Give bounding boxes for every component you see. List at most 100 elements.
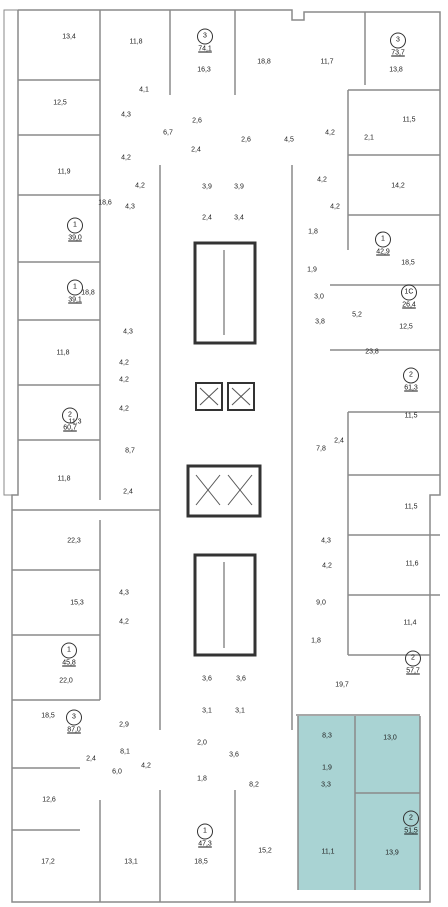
room-area-label: 3,9 <box>202 183 212 191</box>
room-area-label: 3,9 <box>234 183 244 191</box>
room-area-label: 8,2 <box>249 781 259 789</box>
room-area-label: 4,2 <box>119 359 129 367</box>
room-area-label: 11,6 <box>405 560 419 568</box>
apartment-total-area: 51,5 <box>404 827 418 835</box>
room-area-label: 1,8 <box>308 228 318 236</box>
apartment-total-area: 57,7 <box>406 667 420 675</box>
room-area-label: 18,8 <box>257 58 271 66</box>
room-area-label: 2,4 <box>202 214 212 222</box>
apartment-total-area: 47,3 <box>198 840 212 848</box>
room-area-label: 16,3 <box>197 66 211 74</box>
room-area-label: 11,5 <box>404 412 418 420</box>
highlighted-apartment <box>298 716 420 890</box>
room-area-label: 8,7 <box>125 447 135 455</box>
room-area-label: 4,3 <box>119 589 129 597</box>
room-area-label: 1,8 <box>311 637 321 645</box>
room-area-label: 4,2 <box>325 129 335 137</box>
room-area-label: 4,2 <box>330 203 340 211</box>
room-area-label: 11,5 <box>404 503 418 511</box>
room-area-label: 9,0 <box>316 599 326 607</box>
left-facade-strip <box>3 9 19 496</box>
apartment-rooms: 2 <box>62 407 78 424</box>
room-area-label: 14,2 <box>391 182 405 190</box>
apartment-rooms: 1 <box>197 823 213 840</box>
room-area-label: 1,9 <box>307 266 317 274</box>
room-area-label: 4,2 <box>322 562 332 570</box>
room-area-label: 4,3 <box>121 111 131 119</box>
apartment-rooms: 1C <box>401 284 417 301</box>
apartment-total-area: 73,7 <box>391 49 405 57</box>
room-area-label: 4,2 <box>317 176 327 184</box>
room-area-label: 3,0 <box>314 293 324 301</box>
apartment-rooms: 1 <box>61 642 77 659</box>
apartment-rooms: 3 <box>197 28 213 45</box>
room-area-label: 12,5 <box>53 99 67 107</box>
apartment-total-area: 42,9 <box>376 248 390 256</box>
apartment-rooms: 3 <box>66 709 82 726</box>
room-area-label: 3,6 <box>236 675 246 683</box>
room-area-label: 15,2 <box>258 847 272 855</box>
apartment-total-area: 87,0 <box>67 726 81 734</box>
apartment-rooms: 1 <box>67 279 83 296</box>
room-area-label: 5,2 <box>352 311 362 319</box>
apartment-rooms: 2 <box>403 810 419 827</box>
room-area-label: 4,5 <box>284 136 294 144</box>
apartment-total-area: 39,0 <box>68 234 82 242</box>
room-area-label: 1,8 <box>197 775 207 783</box>
room-area-label: 19,7 <box>335 681 349 689</box>
room-area-label: 18,5 <box>401 259 415 267</box>
room-area-label: 18,5 <box>194 858 208 866</box>
room-area-label: 3,4 <box>234 214 244 222</box>
room-area-label: 3,1 <box>235 707 245 715</box>
room-area-label: 2,6 <box>192 117 202 125</box>
room-area-label: 6,0 <box>112 768 122 776</box>
room-area-label: 6,7 <box>163 129 173 137</box>
room-area-label: 4,2 <box>141 762 151 770</box>
apartment-total-area: 39,1 <box>68 296 82 304</box>
room-area-label: 23,8 <box>365 348 379 356</box>
apartment-rooms: 2 <box>405 650 421 667</box>
room-area-label: 2,4 <box>123 488 133 496</box>
room-area-label: 11,7 <box>320 58 334 66</box>
room-area-label: 3,6 <box>202 675 212 683</box>
room-area-label: 4,2 <box>119 618 129 626</box>
room-area-label: 11,9 <box>57 168 71 176</box>
room-area-label: 18,6 <box>98 199 112 207</box>
room-area-label: 4,2 <box>119 405 129 413</box>
room-area-label: 8,1 <box>120 748 130 756</box>
room-area-label: 13,0 <box>383 734 397 742</box>
room-area-label: 11,5 <box>402 116 416 124</box>
room-area-label: 4,3 <box>123 328 133 336</box>
room-area-label: 13,4 <box>62 33 76 41</box>
room-area-label: 1,9 <box>322 764 332 772</box>
room-area-label: 22,3 <box>67 537 81 545</box>
room-area-label: 18,8 <box>81 289 95 297</box>
room-area-label: 11,1 <box>321 848 335 856</box>
room-area-label: 4,2 <box>119 376 129 384</box>
apartment-total-area: 45,8 <box>62 659 76 667</box>
room-area-label: 12,5 <box>399 323 413 331</box>
apartment-total-area: 60,7 <box>63 424 77 432</box>
room-area-label: 2,0 <box>197 739 207 747</box>
apartment-rooms: 2 <box>403 367 419 384</box>
room-area-label: 4,3 <box>321 537 331 545</box>
apartment-rooms: 3 <box>390 32 406 49</box>
room-area-label: 4,3 <box>125 203 135 211</box>
room-area-label: 13,1 <box>124 858 138 866</box>
room-area-label: 17,2 <box>41 858 55 866</box>
apartment-total-area: 74,1 <box>198 45 212 53</box>
